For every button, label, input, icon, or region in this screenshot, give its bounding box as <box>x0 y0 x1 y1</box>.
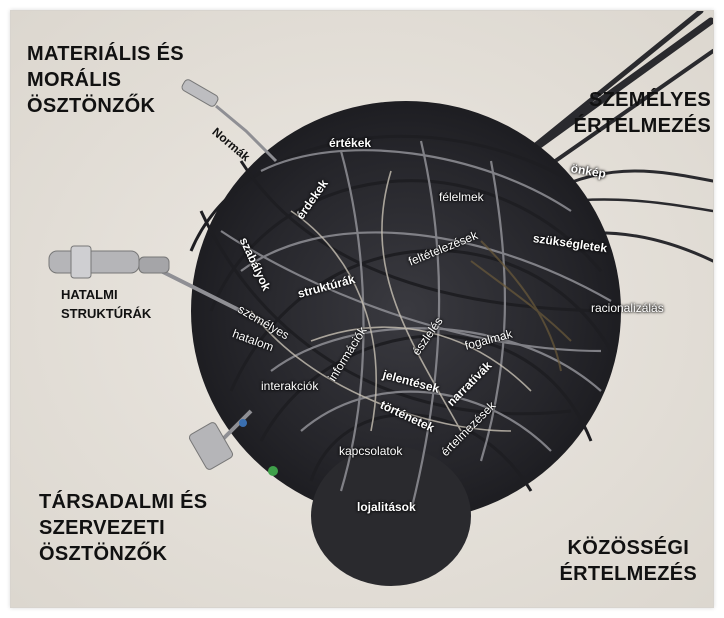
heading-power-structures: HATALMI STRUKTÚRÁK <box>61 285 151 323</box>
heading-social-organizational-incentives: TÁRSADALMI ÉS SZERVEZETI ÖSZTÖNZŐK <box>39 489 207 567</box>
label-ertekek: értékek <box>329 136 371 150</box>
heading-personal-interpretation: SZEMÉLYES ÉRTELMEZÉS <box>574 87 711 139</box>
label-felelmek: félelmek <box>439 190 484 204</box>
label-kapcsolatok: kapcsolatok <box>339 444 402 458</box>
heading-material-moral-incentives: MATERIÁLIS ÉS MORÁLIS ÖSZTÖNZŐK <box>27 41 184 119</box>
label-racionalizalas: racionalizálás <box>591 301 664 315</box>
heading-community-interpretation: KÖZÖSSÉGI ÉRTELMEZÉS <box>560 535 697 587</box>
image-frame: MATERIÁLIS ÉS MORÁLIS ÖSZTÖNZŐK SZEMÉLYE… <box>10 10 714 608</box>
label-interakciok: interakciók <box>261 379 318 393</box>
label-lojalitasok: lojalitások <box>357 500 416 514</box>
